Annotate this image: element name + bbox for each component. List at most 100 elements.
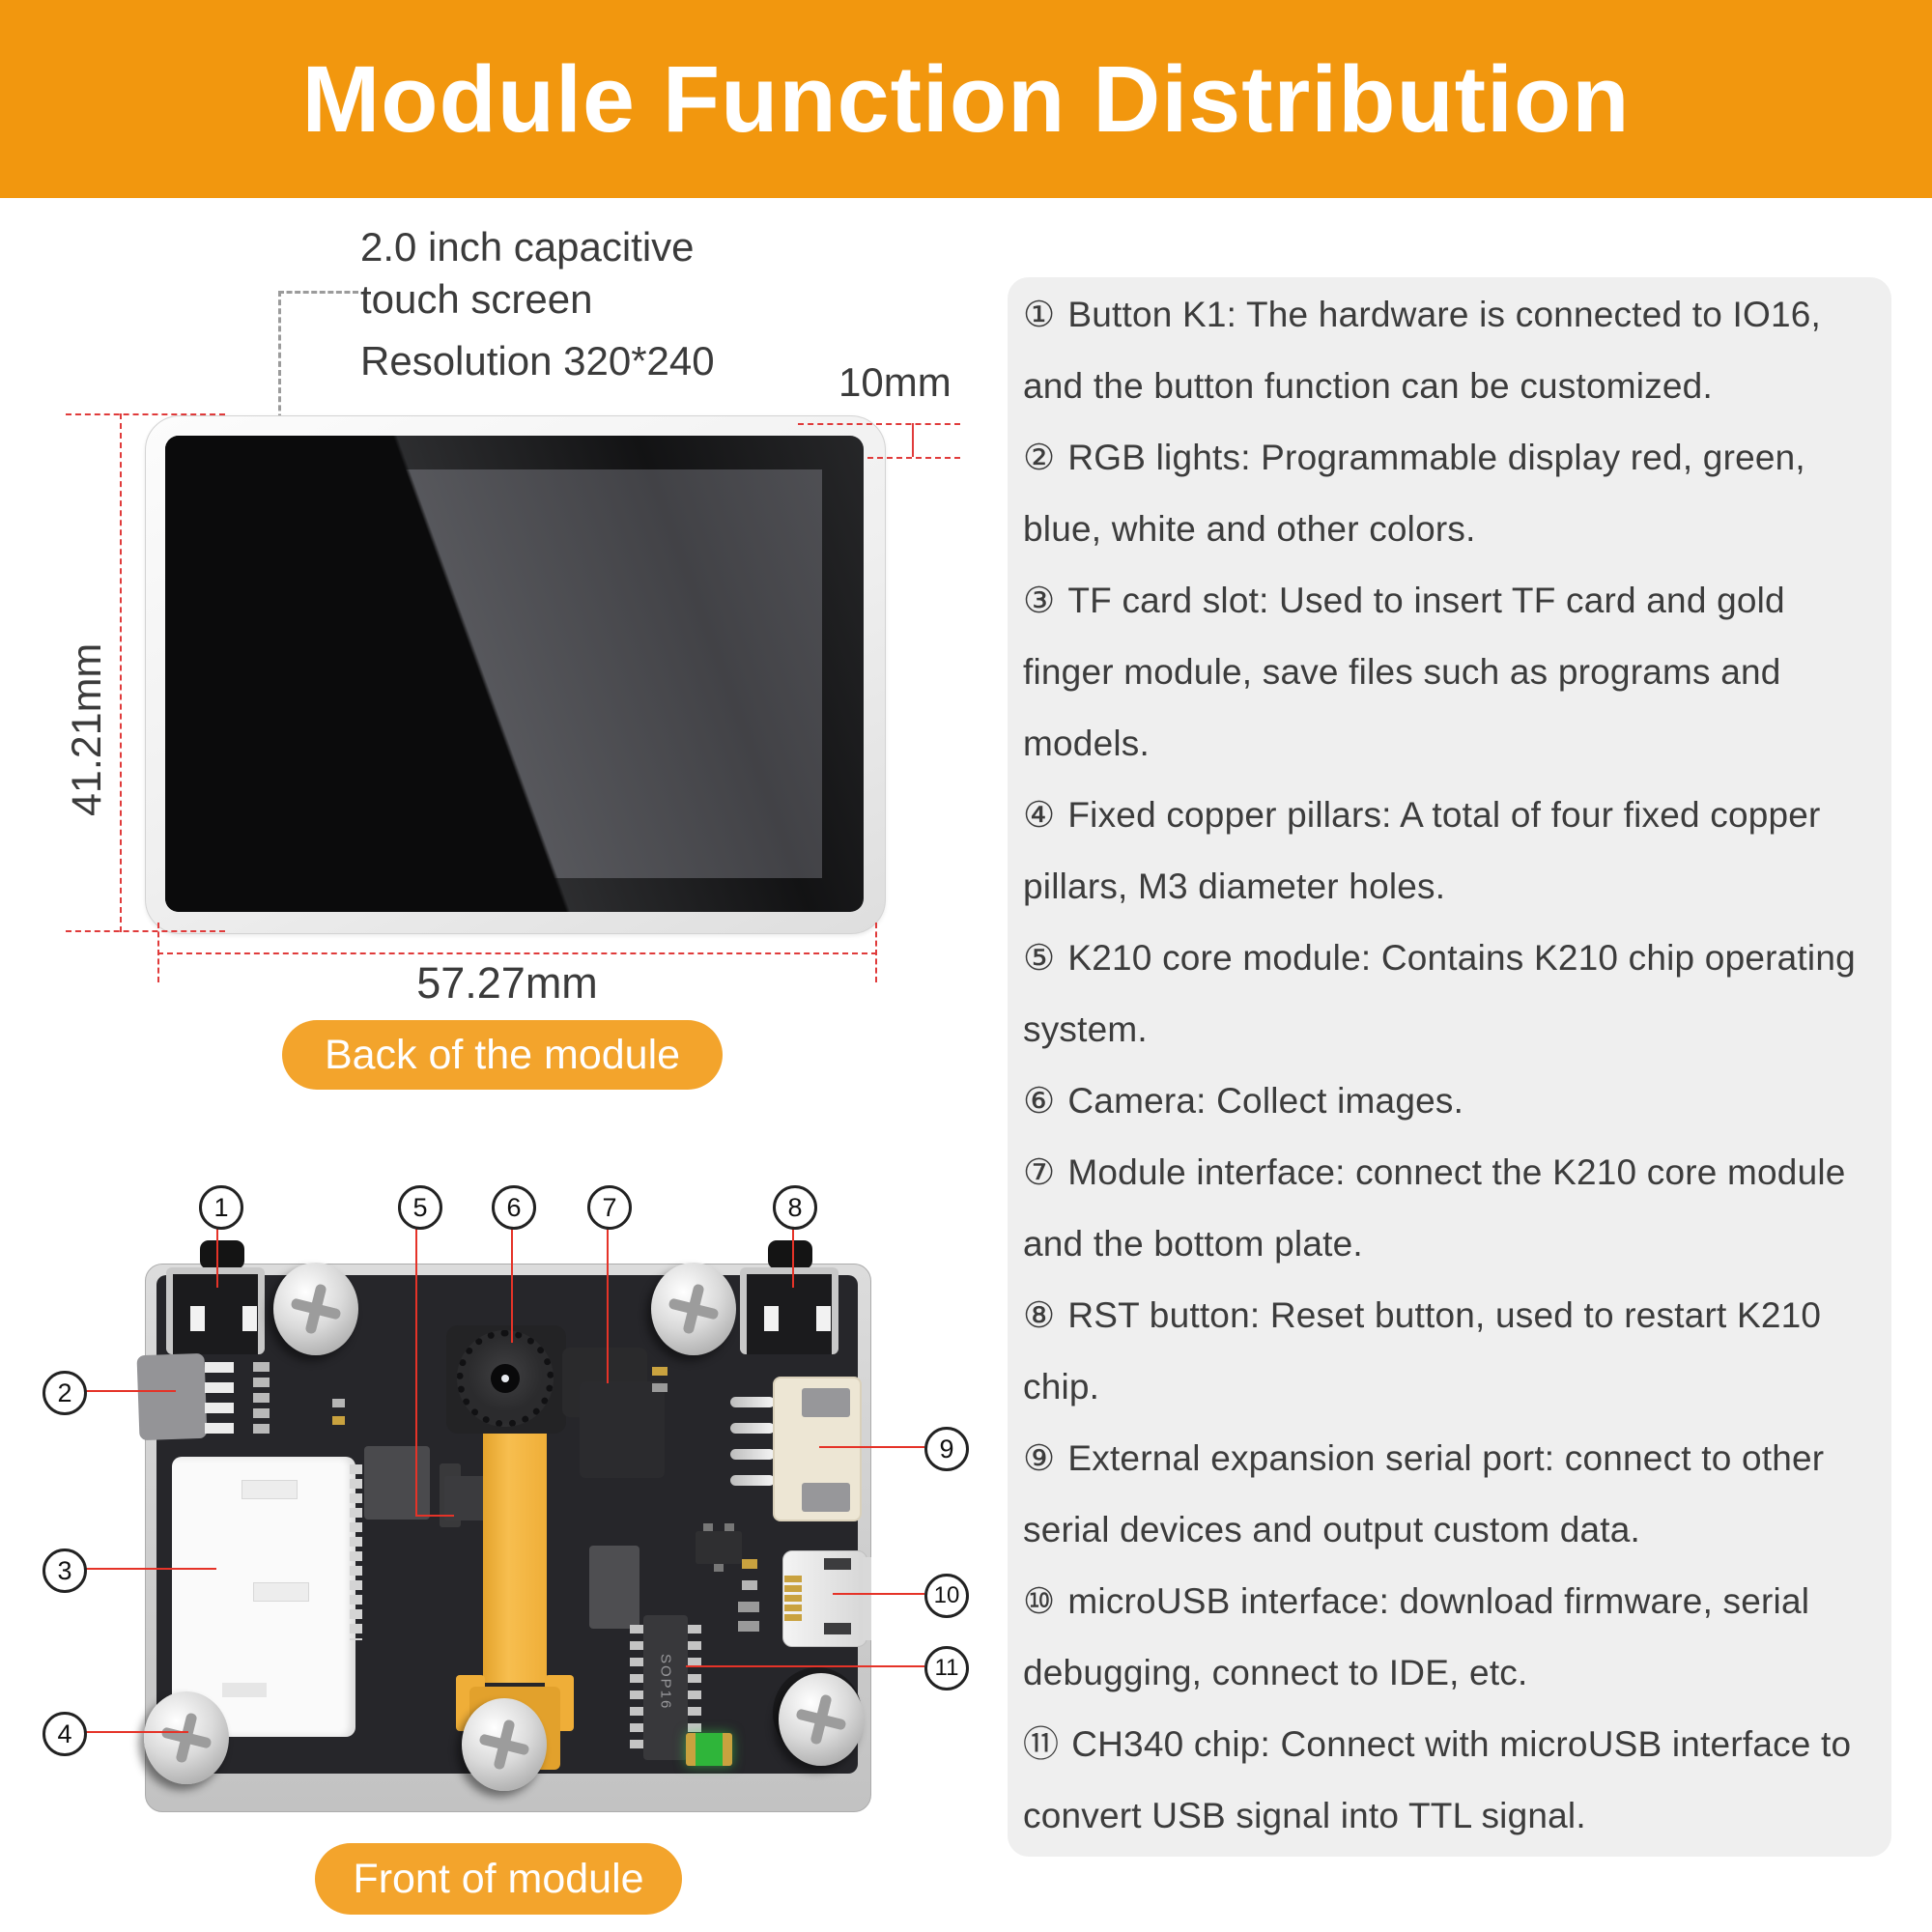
item-number: ⑤: [1023, 938, 1056, 978]
item-text: Fixed copper pillars: A total of four fi…: [1023, 795, 1821, 906]
sot-chip-pin: [714, 1564, 724, 1572]
sot-chip-pin: [724, 1523, 734, 1531]
smd-component: [332, 1416, 345, 1425]
item-number: ⑩: [1023, 1581, 1056, 1621]
rst-button-contact: [816, 1306, 831, 1331]
microusb-detail: [824, 1623, 851, 1634]
button-k1-cap: [200, 1240, 244, 1269]
title-banner: Module Function Distribution: [0, 0, 1932, 198]
smd-resistor-column: [253, 1362, 270, 1435]
smd-component: [738, 1621, 759, 1632]
chip-pins-right: [688, 1625, 701, 1752]
item-text: Module interface: connect the K210 core …: [1023, 1152, 1846, 1264]
callout-line-4: [84, 1731, 188, 1733]
front-view-caption: Front of module: [315, 1843, 682, 1915]
callout-11: 11: [924, 1646, 969, 1690]
serial-port-slot: [802, 1483, 850, 1512]
chip-label: SOP16: [657, 1654, 674, 1711]
chip-pins-left: [630, 1625, 643, 1752]
item-number: ②: [1023, 438, 1056, 477]
item-number: ⑨: [1023, 1438, 1056, 1478]
microusb-shield: [863, 1557, 871, 1640]
core-module-component: [444, 1476, 487, 1520]
callout-line-5-jog: [415, 1515, 454, 1517]
callout-line-2: [84, 1390, 176, 1392]
smd-component: [738, 1602, 759, 1612]
item-text: Camera: Collect images.: [1067, 1081, 1464, 1121]
camera-lens: [457, 1330, 554, 1427]
item-number: ④: [1023, 795, 1056, 835]
sot-chip: [696, 1531, 742, 1564]
item-text: CH340 chip: Connect with microUSB interf…: [1023, 1724, 1852, 1835]
screen-note-line1: 2.0 inch capacitive: [360, 224, 695, 270]
bezel-dim-tick: [912, 423, 914, 457]
button-k1-contact: [242, 1306, 257, 1331]
callout-line-11: [686, 1665, 924, 1667]
callout-10: 10: [924, 1574, 969, 1618]
callout-8: 8: [773, 1185, 817, 1230]
core-module-component: [364, 1446, 430, 1520]
smd-component: [332, 1399, 345, 1407]
page-title: Module Function Distribution: [301, 46, 1631, 152]
screen-glare: [165, 436, 864, 912]
microusb-detail: [824, 1558, 851, 1570]
item-number: ③: [1023, 581, 1056, 620]
tf-card-slot-detail: [222, 1683, 267, 1697]
serial-port-slot: [802, 1388, 850, 1417]
width-dimension-label: 57.27mm: [416, 958, 598, 1008]
sot-chip-pin: [703, 1523, 713, 1531]
item-text: External expansion serial port: connect …: [1023, 1438, 1825, 1549]
callout-7: 7: [587, 1185, 632, 1230]
smd-component: [742, 1580, 757, 1590]
bezel-dim-line-top: [798, 423, 960, 425]
dim-line-height: [120, 413, 122, 932]
rst-button-contact: [764, 1306, 779, 1331]
connector-pins: [205, 1362, 234, 1437]
callout-1: 1: [199, 1185, 243, 1230]
dim-tick-bottom: [66, 930, 225, 932]
bezel-dim-line-bottom: [867, 457, 960, 459]
serial-pin: [730, 1449, 775, 1460]
button-k1-contact: [190, 1306, 205, 1331]
dim-tick-top: [66, 413, 225, 415]
microusb-pins: [784, 1576, 802, 1624]
item-number: ⑦: [1023, 1152, 1056, 1192]
callout-4: 4: [43, 1712, 87, 1756]
smd-component: [652, 1367, 668, 1376]
screw-bottom-middle: [462, 1698, 547, 1791]
callout-line-5: [415, 1228, 417, 1517]
item-text: TF card slot: Used to insert TF card and…: [1023, 581, 1785, 763]
core-module-component: [589, 1546, 639, 1629]
item-number: ⑧: [1023, 1295, 1056, 1335]
callout-line-9: [819, 1446, 924, 1448]
item-text: Button K1: The hardware is connected to …: [1023, 295, 1821, 406]
screw-top-left: [273, 1263, 358, 1355]
callout-line-6: [511, 1228, 513, 1343]
dim-line-width: [157, 952, 877, 954]
tf-card-slot-detail: [253, 1582, 309, 1602]
callout-2: 2: [43, 1371, 87, 1415]
touch-screen: [165, 436, 864, 912]
note-leader-line-horizontal: [278, 291, 358, 294]
callout-6: 6: [492, 1185, 536, 1230]
callout-line-1: [216, 1228, 218, 1288]
item-text: microUSB interface: download firmware, s…: [1023, 1581, 1810, 1692]
callout-line-7: [607, 1228, 609, 1383]
item-text: K210 core module: Contains K210 chip ope…: [1023, 938, 1856, 1049]
status-led: [686, 1733, 732, 1766]
ch340-chip: SOP16: [643, 1615, 688, 1760]
item-number: ①: [1023, 295, 1056, 334]
callout-9: 9: [924, 1427, 969, 1471]
serial-pin: [730, 1397, 775, 1407]
